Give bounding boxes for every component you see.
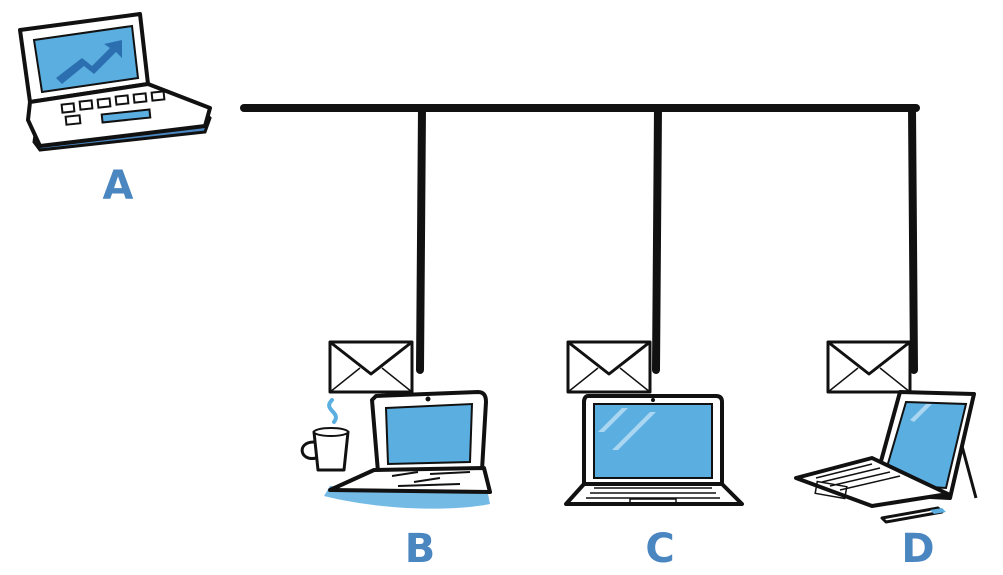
node-label-a: A bbox=[102, 163, 134, 209]
envelope-icon bbox=[826, 340, 912, 394]
node-label-c: C bbox=[645, 526, 675, 572]
drop-line-d bbox=[908, 104, 918, 374]
drop-line-b bbox=[416, 104, 426, 374]
laptop-c-icon bbox=[564, 394, 744, 506]
envelope-icon bbox=[328, 340, 414, 394]
envelope-icon bbox=[566, 340, 652, 394]
coffee-cup-icon bbox=[300, 398, 350, 472]
node-label-d: D bbox=[901, 526, 935, 572]
node-label-b: B bbox=[404, 526, 436, 572]
network-bus bbox=[240, 104, 920, 374]
laptop-a-icon bbox=[18, 12, 212, 152]
laptop-b-icon bbox=[324, 390, 492, 509]
drop-line-c bbox=[652, 104, 662, 374]
tablet-d-icon bbox=[794, 390, 978, 524]
